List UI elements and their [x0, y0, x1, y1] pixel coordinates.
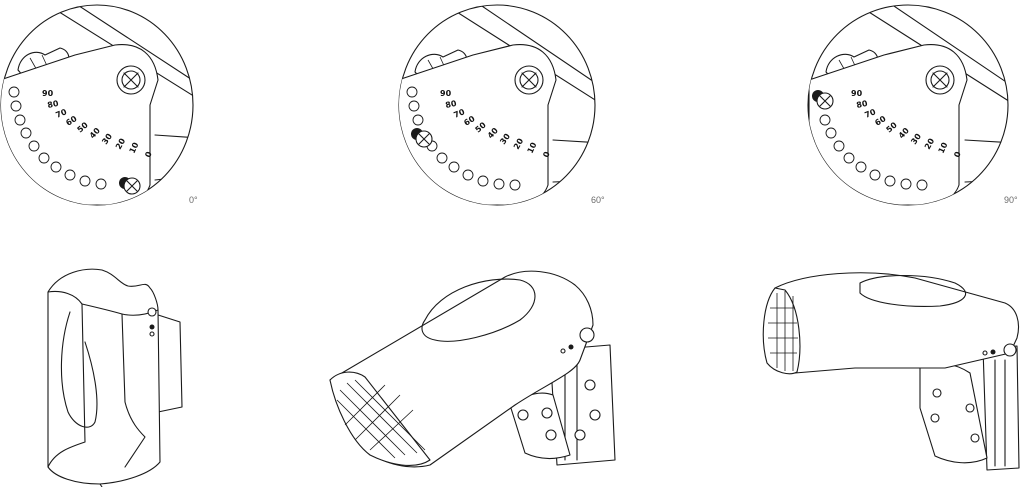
scale-mark: 90: [851, 89, 863, 98]
tilt-scale: 0 10 20 30 40 50 60 70 80 90: [440, 89, 552, 159]
hole-arc: [819, 114, 928, 191]
angle-label: 90°: [1004, 195, 1018, 205]
luminaire-90-degrees: [755, 268, 1022, 473]
angle-label: 60°: [591, 195, 605, 205]
scale-mark: 0: [143, 150, 154, 159]
light-grille: [336, 379, 426, 459]
scale-mark: 70: [863, 107, 877, 120]
light-grille: [768, 291, 798, 371]
scale-mark: 90: [440, 89, 452, 98]
scale-mark: 80: [47, 99, 60, 110]
luminaire-60-degrees: [325, 265, 635, 470]
detail-view-60: 0 10 20 30 40 50 60 70 80 90 60°: [393, 0, 613, 215]
scale-mark: 90: [42, 89, 54, 98]
hole-arc: [406, 86, 521, 191]
detail-view-0: 0 10 20 30 40 50 60 70 80 90 0°: [0, 0, 200, 215]
scale-mark: 10: [937, 141, 950, 155]
scale-mark: 80: [445, 99, 458, 110]
hole-arc: [8, 86, 107, 190]
scale-mark: 70: [452, 107, 466, 120]
scale-mark: 0: [541, 150, 552, 159]
detail-view-90: 0 10 20 30 40 50 60 70 80 90 90°: [800, 0, 1022, 215]
scale-mark: 10: [526, 141, 539, 155]
angle-label: 0°: [189, 195, 198, 205]
scale-mark: 0: [952, 150, 963, 159]
luminaire-0-degrees: [40, 262, 200, 487]
scale-mark: 80: [856, 99, 869, 110]
scale-mark: 10: [128, 141, 141, 155]
scale-mark: 70: [54, 107, 68, 120]
